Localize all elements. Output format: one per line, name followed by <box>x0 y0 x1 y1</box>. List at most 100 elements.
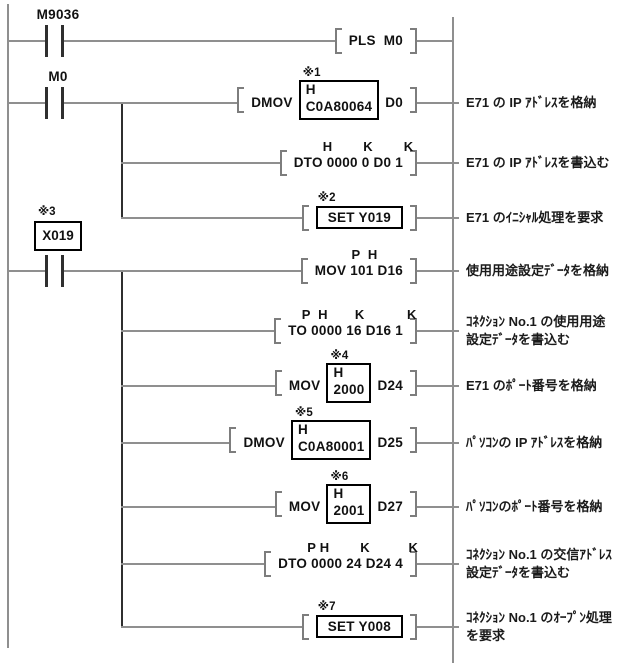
open-bracket <box>237 87 245 113</box>
note-marker: ※6 <box>330 471 349 483</box>
open-bracket <box>229 427 237 453</box>
note-marker: ※4 <box>330 350 349 362</box>
rung-comment: 使用用途設定ﾃﾞｰﾀを格納 <box>466 262 628 280</box>
close-bracket <box>410 427 417 453</box>
rung-line <box>121 626 459 628</box>
value-box-radix: H <box>333 486 344 501</box>
close-bracket <box>410 28 417 54</box>
rung-comment-line: 設定ﾃﾞｰﾀを書込む <box>466 565 571 580</box>
instruction-destination: D0 <box>385 95 403 110</box>
close-bracket <box>410 150 417 176</box>
contact-bar <box>60 87 64 119</box>
value-box-radix: H <box>305 82 316 97</box>
rung-comment: E71 の IP ｱﾄﾞﾚｽを格納 <box>466 94 628 112</box>
rung-comment: E71 のﾎﾟｰﾄ番号を格納 <box>466 377 628 395</box>
rung-comment: E71 の IP ｱﾄﾞﾚｽを書込む <box>466 154 628 172</box>
close-bracket <box>410 491 417 517</box>
branch-line <box>121 103 123 219</box>
rung-comment-line: ﾊﾟｿｺﾝのﾎﾟｰﾄ番号を格納 <box>466 499 603 514</box>
open-bracket <box>301 614 309 640</box>
rung-comment-line: ｺﾈｸｼｮﾝ No.1 のｵｰﾌﾟﾝ処理 <box>466 610 612 625</box>
contact-label: M0 <box>48 69 68 84</box>
instruction-overline: P H <box>316 247 378 262</box>
close-bracket <box>410 614 417 640</box>
rung-comment-line: E71 の IP ｱﾄﾞﾚｽを書込む <box>466 155 610 170</box>
note-marker: ※2 <box>317 192 336 204</box>
instruction-opcode: DMOV <box>243 435 285 450</box>
contact-bar <box>60 25 64 57</box>
instruction-text: PLS M0 <box>348 33 403 48</box>
close-bracket <box>410 318 417 344</box>
note-marker: ※7 <box>317 601 336 613</box>
branch-line <box>121 271 123 628</box>
contact-label: X019 <box>42 228 74 243</box>
instruction-text: TO 0000 16 D16 1 <box>288 323 403 338</box>
instruction-overline: H K K <box>295 139 414 154</box>
instruction-block: PLS M0 <box>334 28 417 54</box>
open-bracket <box>301 205 309 231</box>
value-box-radix: H <box>333 365 344 380</box>
contact-label: M9036 <box>36 7 80 22</box>
contact-bar <box>60 255 64 287</box>
rung-line <box>63 270 459 272</box>
open-bracket <box>274 318 282 344</box>
value-box-value: C0A80001 <box>297 439 365 454</box>
value-box-value: C0A80064 <box>305 99 373 114</box>
note-marker: ※1 <box>302 67 321 79</box>
rung-comment-line: E71 のﾎﾟｰﾄ番号を格納 <box>466 378 597 393</box>
note-marker: ※3 <box>38 206 56 218</box>
rung-line <box>8 102 45 104</box>
instruction-destination: D25 <box>377 435 403 450</box>
contact-device-box: X019 <box>34 221 82 251</box>
open-bracket <box>274 491 282 517</box>
rung-comment-line: 使用用途設定ﾃﾞｰﾀを格納 <box>466 263 610 278</box>
rung-comment-line: 設定ﾃﾞｰﾀを書込む <box>466 332 571 347</box>
instruction-text: MOV 101 D16 <box>314 263 403 278</box>
rung-comment: E71 のｲﾆｼｬﾙ処理を要求 <box>466 209 628 227</box>
rung-line <box>63 40 452 42</box>
instruction-opcode: MOV <box>288 378 321 393</box>
rung-line <box>8 40 45 42</box>
open-bracket <box>274 370 282 396</box>
value-box-value: 2001 <box>333 503 365 518</box>
value-box-value: 2000 <box>333 382 365 397</box>
contact-bar <box>45 255 48 287</box>
contact-bar <box>45 25 48 57</box>
open-bracket <box>334 28 342 54</box>
rung-comment-line: E71 のｲﾆｼｬﾙ処理を要求 <box>466 210 604 225</box>
instruction-device-box: SET Y019 <box>315 206 403 229</box>
contact-bar <box>45 87 48 119</box>
instruction-opcode: MOV <box>288 499 321 514</box>
rung-comment: ｺﾈｸｼｮﾝ No.1 の交信ｱﾄﾞﾚｽ設定ﾃﾞｰﾀを書込む <box>466 546 628 582</box>
close-bracket <box>410 87 417 113</box>
rung-comment-line: E71 の IP ｱﾄﾞﾚｽを格納 <box>466 95 597 110</box>
open-bracket <box>264 551 272 577</box>
open-bracket <box>279 150 287 176</box>
close-bracket <box>410 551 417 577</box>
close-bracket <box>410 205 417 231</box>
rung-comment: ﾊﾟｿｺﾝのﾎﾟｰﾄ番号を格納 <box>466 498 628 516</box>
close-bracket <box>410 258 417 284</box>
instruction-device-box: SET Y008 <box>315 615 403 638</box>
rung-comment-line: ｺﾈｸｼｮﾝ No.1 の使用用途 <box>466 314 606 329</box>
instruction-overline: P H K K <box>280 540 419 555</box>
note-marker: ※5 <box>294 407 314 419</box>
rung-line <box>121 217 459 219</box>
right-power-rail <box>452 17 454 663</box>
